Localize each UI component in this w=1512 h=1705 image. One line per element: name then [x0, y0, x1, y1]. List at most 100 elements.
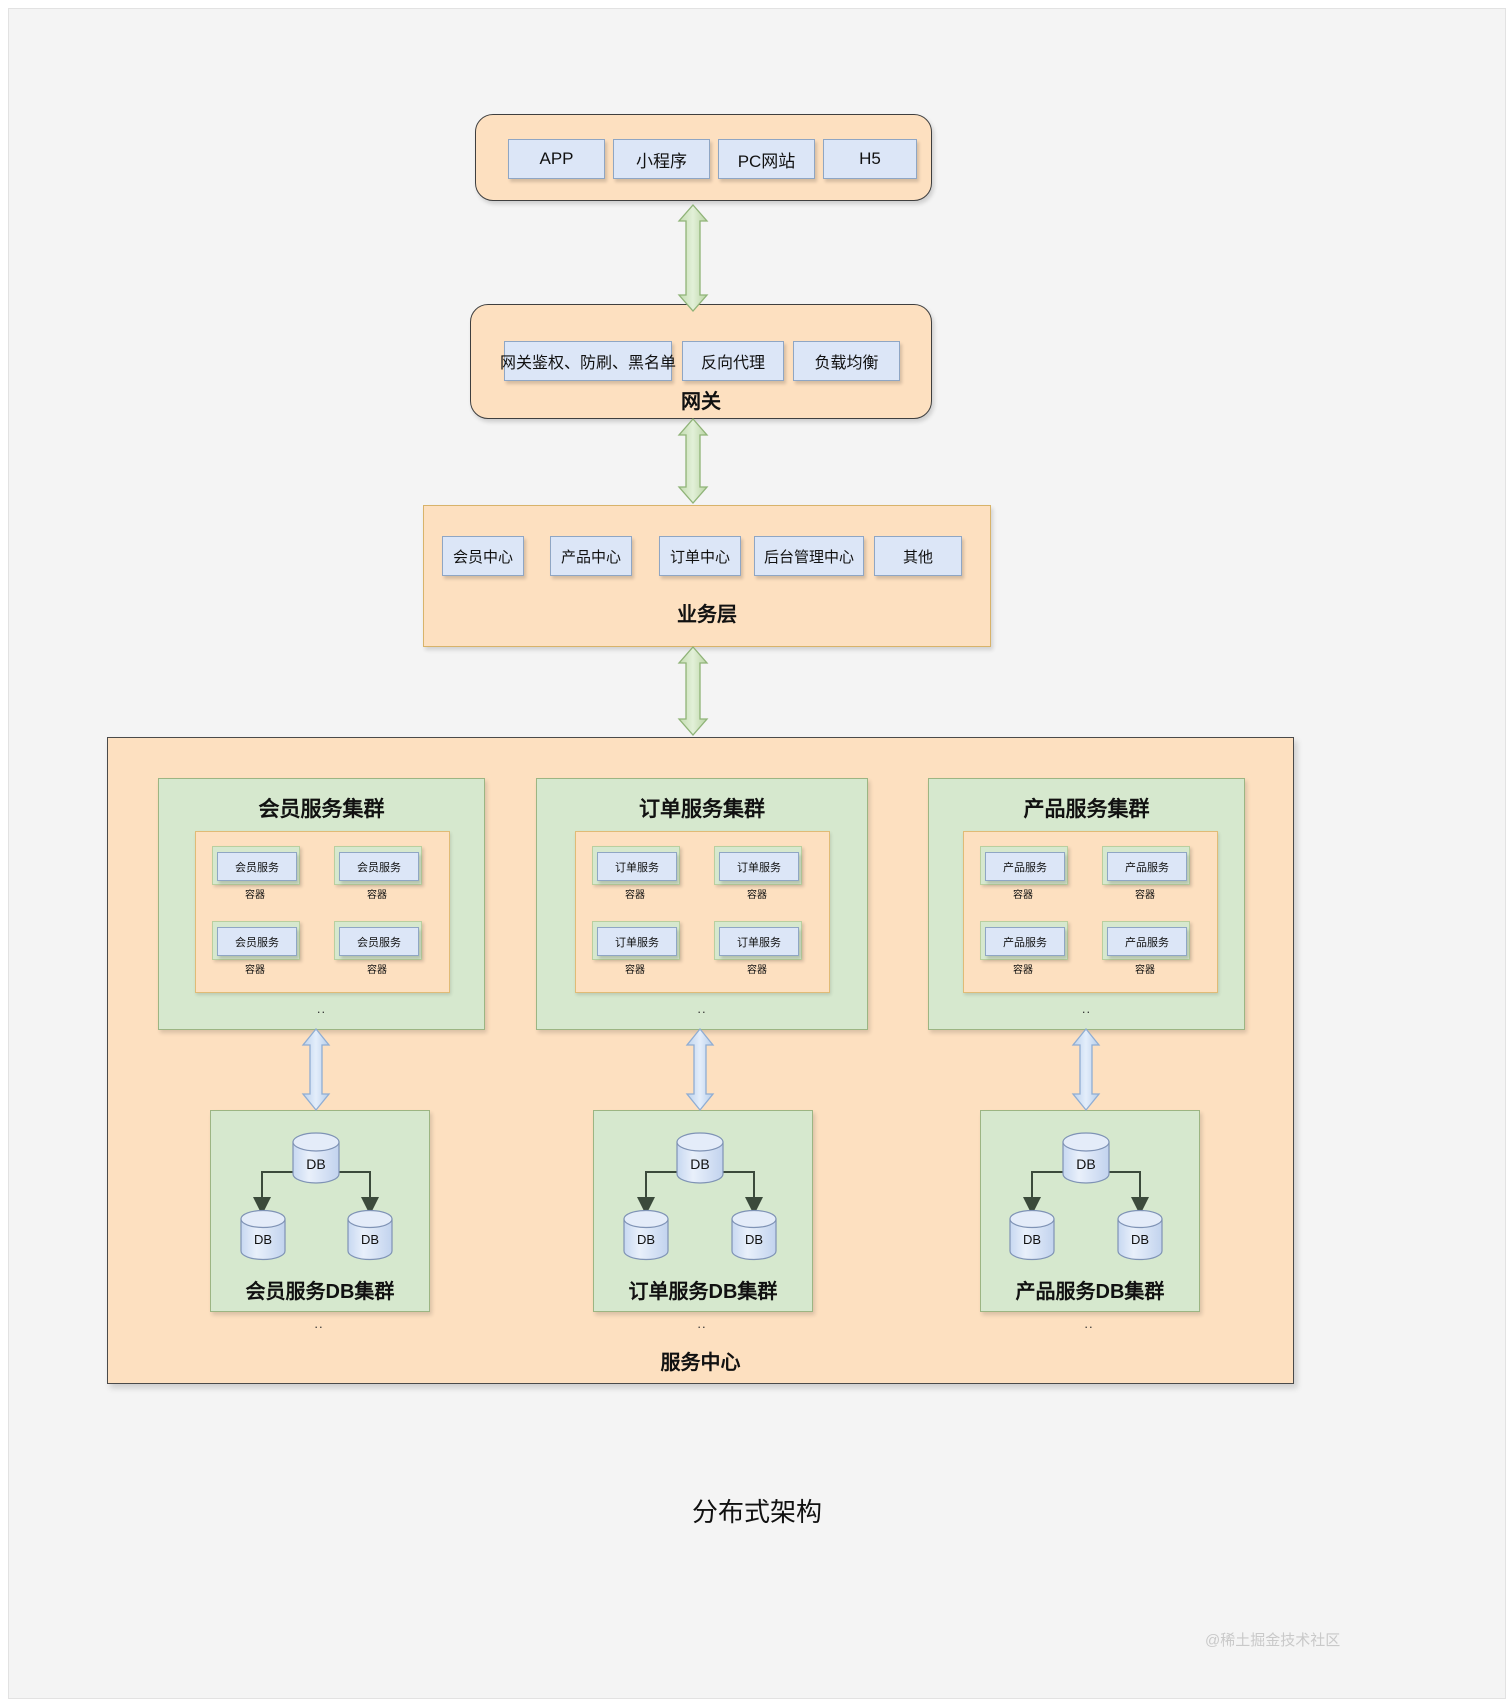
business-item-product[interactable]: 产品中心: [550, 536, 632, 576]
db-cluster-product: 产品服务DB集群: [980, 1110, 1200, 1312]
service-instance[interactable]: 会员服务: [217, 927, 297, 956]
db-cluster-title: 会员服务DB集群: [245, 1281, 395, 1303]
service-instance-label: 产品服务: [1125, 861, 1169, 874]
client-item-label: 小程序: [636, 151, 687, 171]
db-cluster-title: 订单服务DB集群: [628, 1281, 778, 1303]
db-cluster-member: 会员服务DB集群: [210, 1110, 430, 1312]
container-label: 容器: [747, 965, 767, 976]
container-label: 容器: [1013, 890, 1033, 901]
business-item-label: 产品中心: [560, 548, 621, 566]
service-cluster-title: 产品服务集群: [1023, 798, 1150, 821]
service-container: 订单服务: [592, 921, 680, 960]
client-item-pc[interactable]: PC网站: [718, 139, 815, 179]
db-cluster-ellipsis: ..: [697, 1316, 707, 1331]
container-label: 容器: [747, 890, 767, 901]
service-instance[interactable]: 产品服务: [1107, 852, 1187, 881]
business-item-order[interactable]: 订单中心: [659, 536, 741, 576]
business-item-label: 后台管理中心: [763, 548, 854, 566]
service-instance-label: 产品服务: [1003, 936, 1047, 949]
gateway-item-reverse-proxy[interactable]: 反向代理: [682, 341, 784, 381]
business-item-label: 订单中心: [669, 548, 730, 566]
gateway-item-label: 反向代理: [700, 355, 765, 372]
business-item-label: 其他: [902, 548, 933, 566]
gateway-item-load-balance[interactable]: 负载均衡: [793, 341, 900, 381]
client-item-label: H5: [859, 149, 881, 168]
service-instance[interactable]: 产品服务: [1107, 927, 1187, 956]
service-container: 产品服务: [1102, 921, 1190, 960]
container-label: 容器: [367, 890, 387, 901]
service-instance[interactable]: 产品服务: [985, 927, 1065, 956]
db-cluster-ellipsis: ..: [314, 1316, 324, 1331]
container-label: 容器: [1135, 965, 1155, 976]
arrow-gateway-business: [677, 418, 709, 504]
client-item-miniprogram[interactable]: 小程序: [613, 139, 710, 179]
service-container: 会员服务: [212, 846, 300, 885]
service-instance-label: 会员服务: [357, 936, 401, 949]
service-cluster-title: 订单服务集群: [639, 798, 765, 821]
business-item-member[interactable]: 会员中心: [442, 536, 524, 576]
service-container: 会员服务: [334, 921, 422, 960]
gateway-layer-title: 网关: [681, 391, 721, 413]
service-instance-label: 订单服务: [737, 861, 781, 874]
service-container: 订单服务: [592, 846, 680, 885]
service-instance[interactable]: 订单服务: [719, 927, 799, 956]
db-cluster-ellipsis: ..: [1084, 1316, 1094, 1331]
service-cluster-member: 会员服务集群 会员服务 容器 会员服务 容器 会员服务: [158, 778, 485, 1030]
service-instances-panel: 产品服务 容器 产品服务 容器 产品服务 容器: [963, 831, 1218, 993]
business-item-label: 会员中心: [452, 548, 513, 566]
service-instances-panel: 会员服务 容器 会员服务 容器 会员服务 容器: [195, 831, 450, 993]
service-cluster-title: 会员服务集群: [258, 798, 385, 821]
service-instance[interactable]: 订单服务: [597, 927, 677, 956]
service-center-panel: 会员服务集群 会员服务 容器 会员服务 容器 会员服务: [107, 737, 1294, 1384]
container-label: 容器: [625, 890, 645, 901]
client-item-label: APP: [539, 149, 574, 168]
cluster-ellipsis: ..: [316, 1001, 327, 1016]
service-container: 产品服务: [980, 846, 1068, 885]
service-center-title: 服务中心: [660, 1352, 741, 1374]
service-instance-label: 订单服务: [615, 936, 659, 949]
cluster-ellipsis: ..: [1081, 1001, 1092, 1016]
service-cluster-order: 订单服务集群 订单服务 容器 订单服务 容器 订单服务: [536, 778, 868, 1030]
service-container: 会员服务: [334, 846, 422, 885]
service-instance-label: 会员服务: [357, 861, 401, 874]
gateway-item-label: 网关鉴权、防刷、黑名单: [500, 355, 677, 372]
gateway-item-auth[interactable]: 网关鉴权、防刷、黑名单: [500, 341, 676, 381]
arrow-business-servicecenter: [677, 646, 709, 736]
cluster-ellipsis: ..: [697, 1001, 707, 1016]
container-label: 容器: [625, 965, 645, 976]
client-layer-panel: APP 小程序 PC网站 H5: [475, 114, 932, 201]
service-instance-label: 订单服务: [615, 861, 659, 874]
gateway-item-label: 负载均衡: [814, 355, 879, 372]
service-instance[interactable]: 订单服务: [719, 852, 799, 881]
service-instance[interactable]: 产品服务: [985, 852, 1065, 881]
client-item-app[interactable]: APP: [508, 139, 605, 179]
service-container: 订单服务: [714, 846, 802, 885]
business-item-admin[interactable]: 后台管理中心: [754, 536, 864, 576]
service-instance[interactable]: 会员服务: [339, 852, 419, 881]
service-container: 订单服务: [714, 921, 802, 960]
db-cluster-title: 产品服务DB集群: [1015, 1281, 1165, 1303]
client-item-h5[interactable]: H5: [823, 139, 917, 179]
business-layer-title: 业务层: [677, 604, 737, 626]
service-instance[interactable]: 会员服务: [217, 852, 297, 881]
service-instances-panel: 订单服务 容器 订单服务 容器 订单服务 容器: [575, 831, 830, 993]
diagram-caption: 分布式架构: [691, 1497, 822, 1527]
service-container: 产品服务: [980, 921, 1068, 960]
watermark: @稀土掘金技术社区: [1205, 1632, 1341, 1649]
service-instance-label: 会员服务: [235, 861, 279, 874]
container-label: 容器: [367, 965, 387, 976]
service-instance[interactable]: 会员服务: [339, 927, 419, 956]
container-label: 容器: [1013, 965, 1033, 976]
service-instance-label: 会员服务: [235, 936, 279, 949]
gateway-layer-panel: 网关鉴权、防刷、黑名单 反向代理 负载均衡 网关: [470, 304, 932, 419]
service-container: 会员服务: [212, 921, 300, 960]
container-label: 容器: [245, 890, 265, 901]
business-item-other[interactable]: 其他: [874, 536, 962, 576]
business-layer-panel: 会员中心 产品中心 订单中心 后台管理中心 其他 业务层: [423, 505, 991, 647]
service-instance-label: 订单服务: [737, 936, 781, 949]
service-instance[interactable]: 订单服务: [597, 852, 677, 881]
diagram-canvas: APP 小程序 PC网站 H5 网关鉴权、防刷、黑名单 反向代理 负载均衡 网关…: [8, 8, 1506, 1699]
arrow-client-gateway: [677, 204, 709, 312]
service-cluster-product: 产品服务集群 产品服务 容器 产品服务 容器 产品服务: [928, 778, 1245, 1030]
container-label: 容器: [1135, 890, 1155, 901]
